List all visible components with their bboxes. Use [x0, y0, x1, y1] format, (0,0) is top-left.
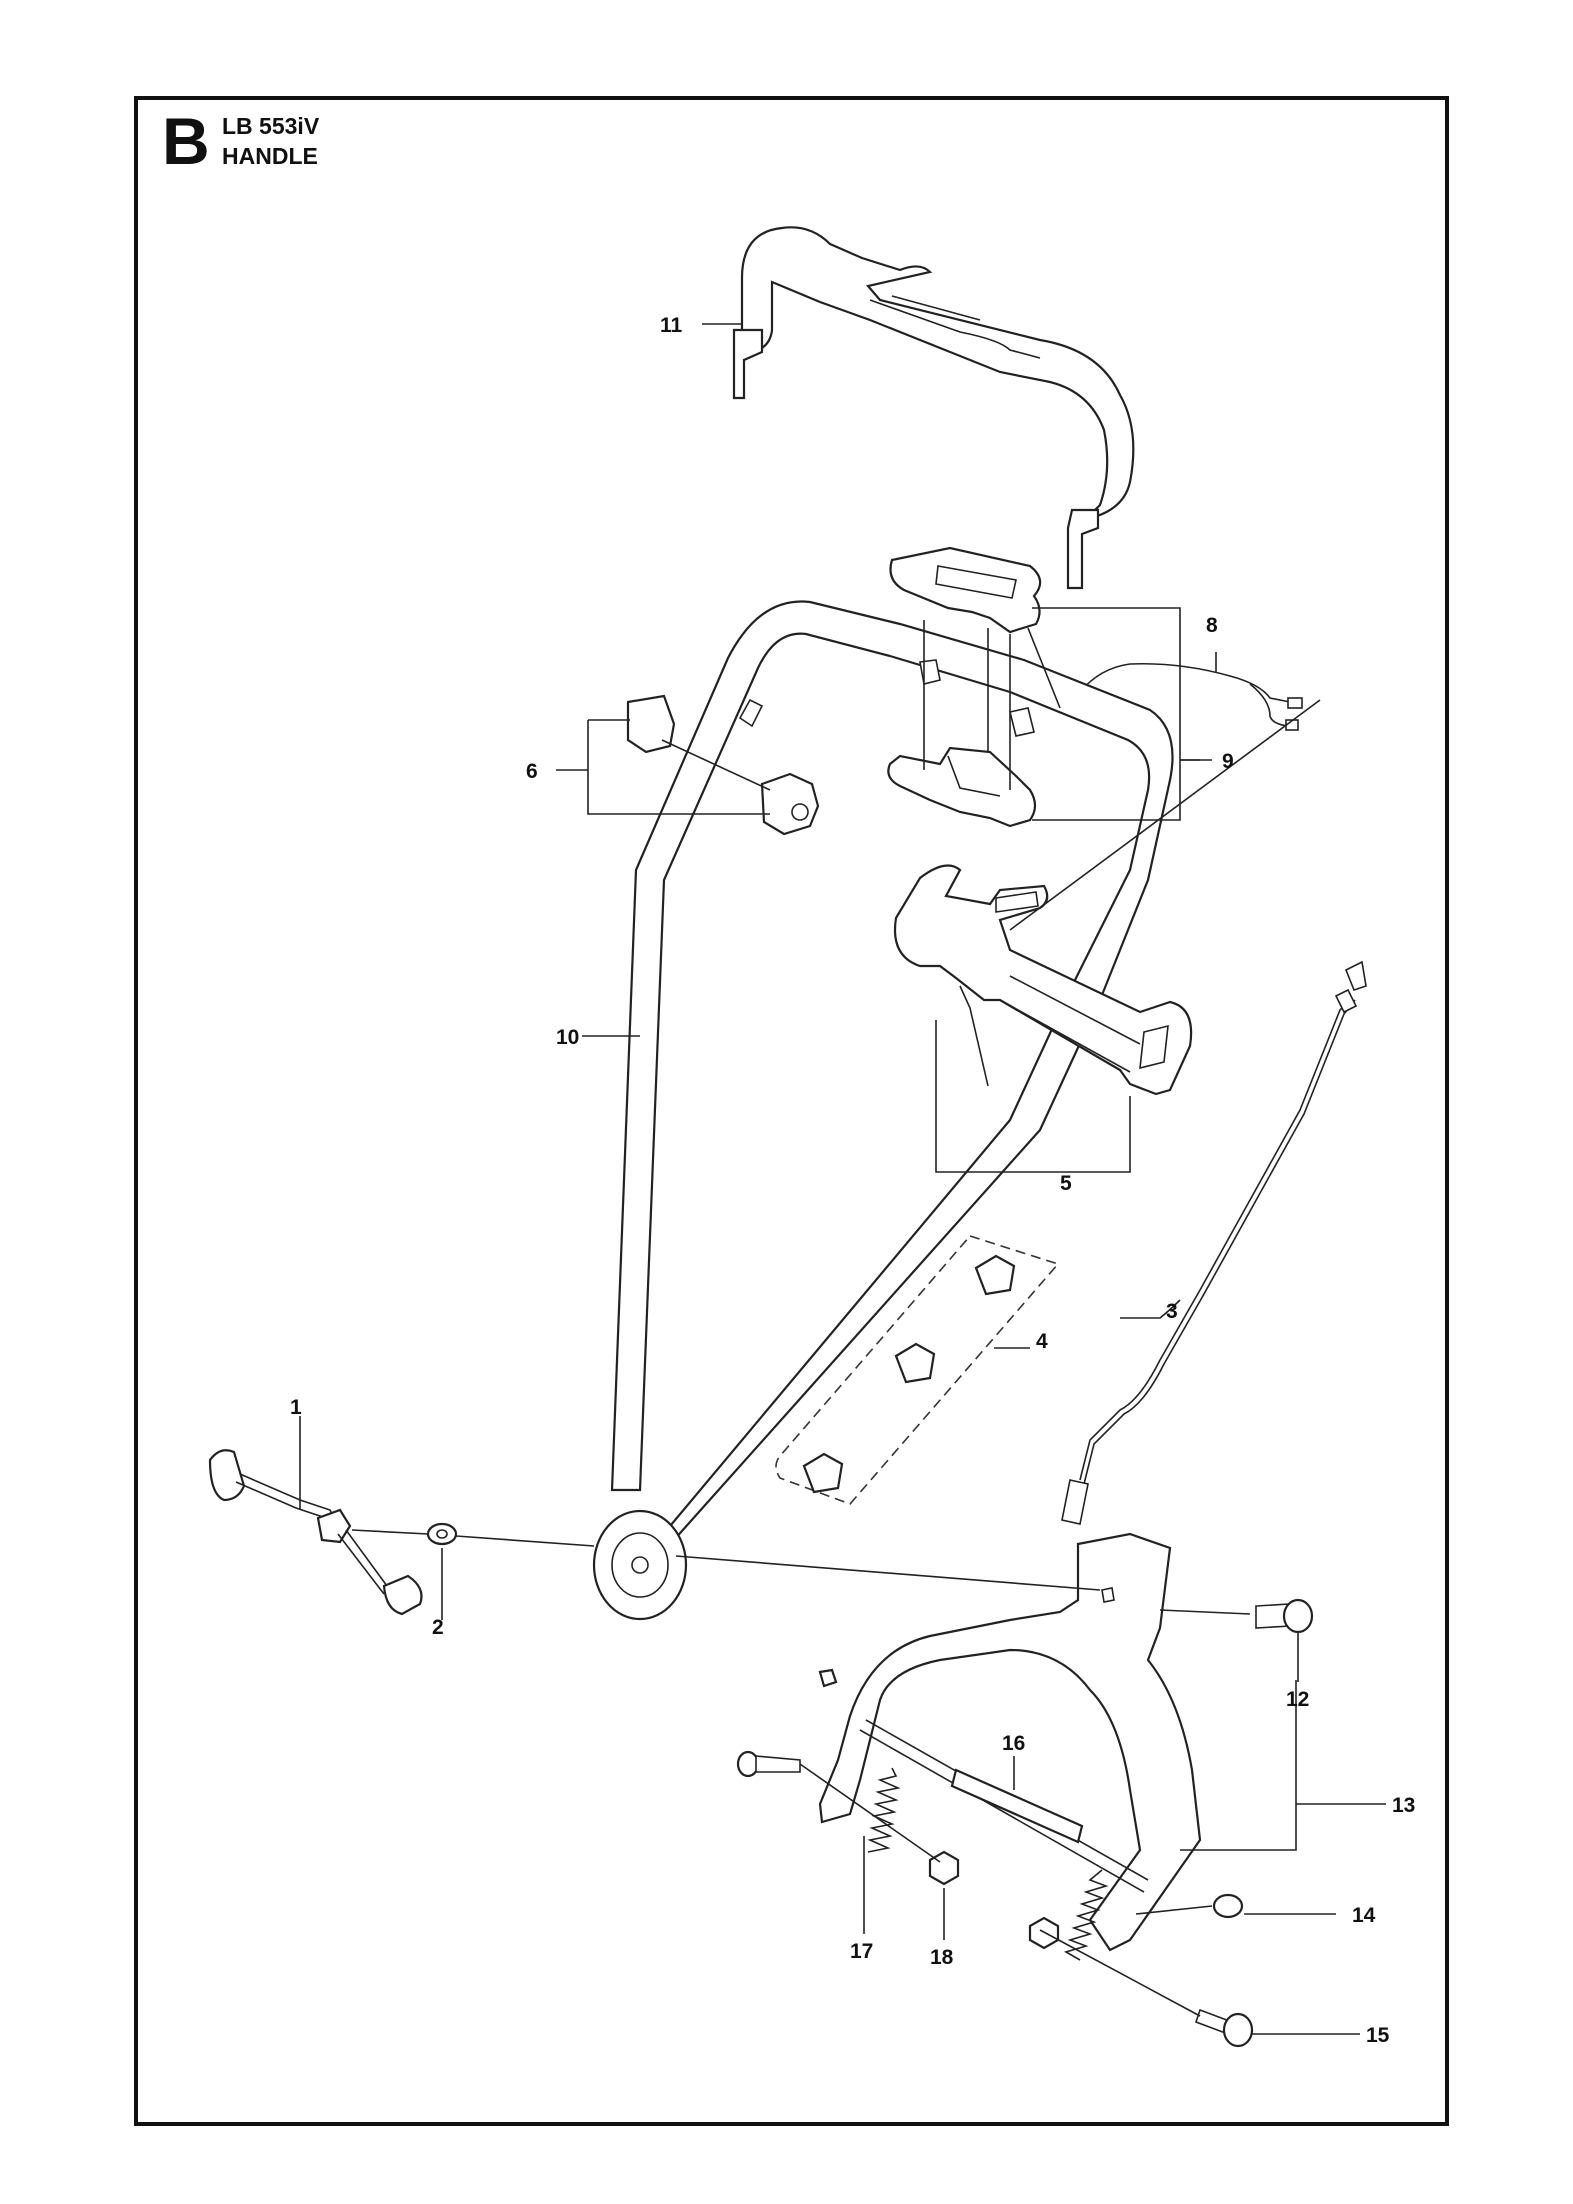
lower-frame: [818, 1532, 1202, 1952]
model-title: LB 553iV: [222, 113, 320, 139]
switch-assembly: [894, 864, 1193, 1096]
section-title: HANDLE: [222, 143, 318, 169]
spring-17: [867, 1767, 901, 1853]
callout-labels: 1 2 3 4 5 6 8 9 10 11 12 13 14 15 16 17 …: [290, 314, 1415, 2047]
washer: [426, 1522, 458, 1546]
upper-handle-bar: [732, 226, 1135, 590]
callout-12: 12: [1286, 1688, 1309, 1711]
callout-3: 3: [1166, 1300, 1178, 1323]
bolt-cap-14: [1212, 1893, 1244, 1919]
main-handle-frame: [592, 600, 1174, 1621]
nut-18: [928, 1850, 960, 1886]
callout-9: 9: [1222, 750, 1234, 773]
control-cable: [1061, 960, 1367, 1525]
control-housing: [887, 546, 1042, 828]
callout-18: 18: [930, 1946, 954, 1969]
callout-15: 15: [1366, 2024, 1390, 2047]
callout-6: 6: [526, 760, 538, 783]
callout-5: 5: [1060, 1172, 1072, 1195]
callout-leaders: [299, 323, 1360, 2035]
callout-8: 8: [1206, 614, 1218, 637]
fastening-knob: [208, 1449, 423, 1616]
callout-17: 17: [850, 1940, 873, 1963]
assembly-lines: [351, 620, 1321, 2017]
cable-clips: [775, 1235, 1060, 1505]
callout-4: 4: [1036, 1330, 1048, 1353]
callout-11: 11: [660, 314, 683, 337]
callout-14: 14: [1352, 1904, 1376, 1927]
callout-10: 10: [556, 1026, 579, 1049]
handle-clamp-knobs: [626, 694, 820, 836]
left-bolt: [736, 1668, 838, 1778]
spring-right: [1063, 1869, 1109, 1961]
callout-2: 2: [432, 1616, 444, 1639]
section-letter: B: [162, 104, 210, 178]
callout-1: 1: [290, 1396, 302, 1419]
bolt-15: [1194, 2008, 1254, 2048]
callout-16: 16: [1002, 1732, 1025, 1755]
page-frame: [134, 96, 1449, 2126]
callout-13: 13: [1392, 1794, 1415, 1817]
carriage-bolt-top: [1255, 1598, 1314, 1634]
